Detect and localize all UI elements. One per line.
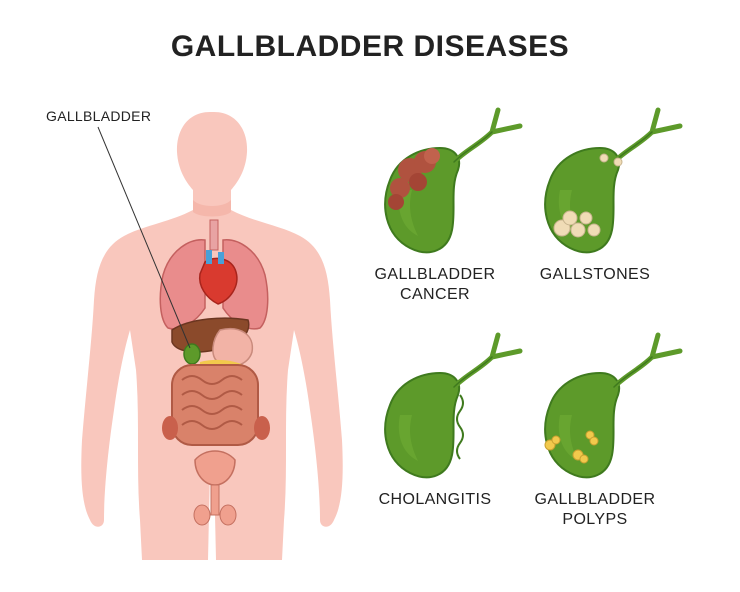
tumor-icon bbox=[388, 148, 440, 210]
caption-line: GALLBLADDER bbox=[534, 491, 656, 508]
gallstones-illustration bbox=[545, 110, 680, 252]
caption-line: GALLBLADDER bbox=[374, 266, 496, 283]
lungs bbox=[159, 239, 269, 330]
polyps-icon bbox=[544, 430, 599, 464]
pointer-line bbox=[97, 126, 191, 349]
kidneys bbox=[162, 416, 270, 440]
caption-gallbladder-polyps: GALLBLADDER POLYPS bbox=[525, 490, 665, 530]
gallbladder-polyps-illustration bbox=[545, 335, 680, 477]
page-title: GALLBLADDER DISEASES bbox=[170, 30, 570, 63]
intestines bbox=[171, 364, 259, 446]
bladder bbox=[193, 450, 237, 526]
stones-icon bbox=[553, 153, 623, 238]
caption-line: CANCER bbox=[400, 286, 470, 303]
caption-gallbladder-cancer: GALLBLADDER CANCER bbox=[365, 265, 505, 305]
gallbladder-cancer-illustration bbox=[385, 110, 520, 252]
gallbladder-pointer-label: GALLBLADDER bbox=[46, 108, 152, 124]
cholangitis-illustration bbox=[385, 335, 520, 477]
heart bbox=[198, 250, 238, 305]
trachea bbox=[209, 219, 219, 251]
caption-line: CHOLANGITIS bbox=[378, 491, 492, 508]
caption-cholangitis: CHOLANGITIS bbox=[365, 490, 505, 510]
caption-line: POLYPS bbox=[562, 511, 628, 528]
body-gallbladder bbox=[183, 343, 201, 365]
caption-line: GALLSTONES bbox=[539, 266, 651, 283]
caption-gallstones: GALLSTONES bbox=[525, 265, 665, 285]
